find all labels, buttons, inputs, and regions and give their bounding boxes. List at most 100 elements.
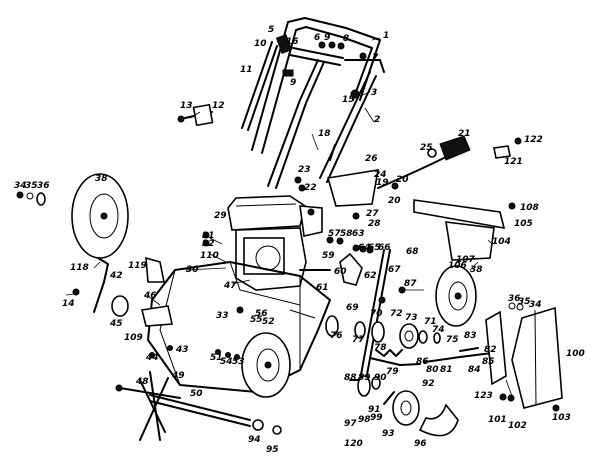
cable-bracket — [326, 154, 451, 220]
label-88: 88 — [344, 373, 357, 383]
front-left-wheel — [241, 332, 291, 398]
label-48: 48 — [135, 377, 149, 387]
label-109: 109 — [124, 333, 143, 343]
label-9: 9 — [324, 33, 330, 43]
label-51: 51 — [210, 353, 223, 363]
label-44: 44 — [145, 353, 159, 363]
label-78: 78 — [374, 343, 387, 353]
label-12: 12 — [212, 101, 225, 111]
transmission-parts — [325, 249, 501, 426]
label-103: 103 — [552, 413, 571, 423]
label-93: 93 — [382, 429, 395, 439]
part-number-labels: 1 2 3 5 6 7 8 9 9 10 11 12 13 14 15 16 1… — [14, 25, 585, 455]
label-79: 79 — [386, 367, 399, 377]
rear-left-wheel — [71, 173, 129, 259]
collector-shroud — [418, 403, 459, 437]
label-106: 106 — [448, 261, 467, 271]
label-73: 73 — [405, 313, 418, 323]
label-85: 85 — [482, 357, 495, 367]
side-cover — [485, 302, 563, 412]
label-38-right: 38 — [470, 265, 483, 275]
label-56: 56 — [255, 309, 268, 319]
label-8: 8 — [343, 34, 349, 44]
label-84: 84 — [468, 365, 481, 375]
label-20-lower: 20 — [388, 196, 401, 206]
label-65: 65 — [368, 243, 381, 253]
label-70: 70 — [370, 309, 383, 319]
label-82: 82 — [484, 345, 497, 355]
label-66: 66 — [378, 243, 391, 253]
label-90: 90 — [374, 373, 387, 383]
label-38: 38 — [95, 174, 108, 184]
hardware-cluster — [294, 176, 406, 304]
label-34: 34 — [14, 181, 27, 191]
label-76: 76 — [330, 331, 343, 341]
height-adjust-linkage — [72, 231, 244, 360]
handle-assembly — [241, 17, 385, 189]
label-2: 2 — [374, 115, 380, 125]
label-50: 50 — [190, 389, 203, 399]
label-11: 11 — [240, 65, 253, 75]
label-52: 52 — [262, 317, 275, 327]
lever-part — [177, 103, 214, 127]
label-3: 3 — [371, 88, 377, 98]
label-80: 80 — [426, 365, 439, 375]
label-68: 68 — [406, 247, 419, 257]
label-102: 102 — [508, 421, 527, 431]
leader-lines — [65, 37, 513, 397]
label-97: 97 — [344, 419, 357, 429]
label-26: 26 — [365, 154, 378, 164]
label-18: 18 — [318, 129, 331, 139]
label-28: 28 — [368, 219, 381, 229]
label-29: 29 — [214, 211, 227, 221]
rotor-shaft — [115, 371, 282, 441]
label-108: 108 — [520, 203, 539, 213]
label-46: 46 — [143, 291, 157, 301]
label-63: 63 — [352, 229, 365, 239]
label-60: 60 — [334, 267, 347, 277]
label-21: 21 — [458, 129, 471, 139]
label-15: 15 — [342, 95, 355, 105]
label-19: 19 — [376, 178, 389, 188]
label-13: 13 — [180, 101, 193, 111]
label-24: 24 — [374, 170, 387, 180]
label-69: 69 — [346, 303, 359, 313]
label-47: 47 — [223, 281, 237, 291]
label-120: 120 — [344, 439, 363, 449]
switch-part — [427, 135, 522, 161]
label-57: 57 — [328, 229, 341, 239]
label-119: 119 — [128, 261, 147, 271]
label-118: 118 — [70, 263, 89, 273]
label-62: 62 — [364, 271, 377, 281]
label-74: 74 — [432, 325, 445, 335]
engine — [227, 195, 331, 291]
label-100: 100 — [566, 349, 585, 359]
label-89: 89 — [358, 373, 371, 383]
label-123: 123 — [474, 391, 493, 401]
label-9-lower: 9 — [290, 78, 296, 88]
label-75: 75 — [446, 335, 459, 345]
label-27: 27 — [366, 209, 379, 219]
label-7: 7 — [372, 53, 379, 63]
label-83: 83 — [464, 331, 477, 341]
right-wheel — [435, 265, 477, 327]
label-98: 98 — [358, 415, 371, 425]
label-35-right: 35 — [518, 297, 531, 307]
label-30: 30 — [186, 265, 199, 275]
label-49: 49 — [171, 371, 185, 381]
label-81: 81 — [440, 365, 453, 375]
label-43: 43 — [175, 345, 189, 355]
label-1: 1 — [383, 31, 389, 41]
label-14: 14 — [62, 299, 75, 309]
label-34-right: 34 — [529, 300, 542, 310]
label-91: 91 — [368, 405, 381, 415]
label-61: 61 — [316, 283, 329, 293]
label-87: 87 — [404, 279, 417, 289]
label-6: 6 — [314, 33, 320, 43]
label-107: 107 — [456, 255, 476, 265]
label-53: 53 — [232, 357, 245, 367]
label-36: 36 — [37, 181, 50, 191]
label-22: 22 — [304, 183, 317, 193]
label-95: 95 — [266, 445, 279, 455]
label-92: 92 — [422, 379, 435, 389]
